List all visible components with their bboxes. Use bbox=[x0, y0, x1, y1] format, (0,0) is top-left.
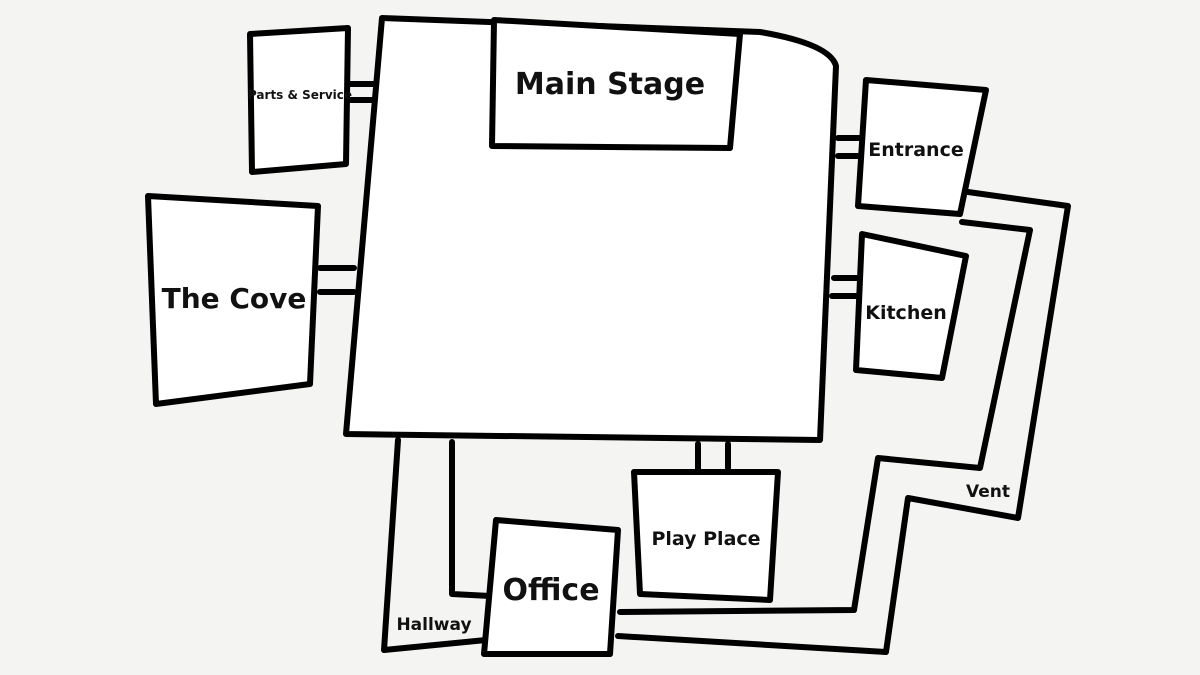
connector-parts-main bbox=[347, 81, 377, 103]
office-label: Office bbox=[502, 573, 599, 608]
vent-label: Vent bbox=[966, 482, 1010, 502]
connector-play-main bbox=[695, 441, 731, 475]
connector-cove-main bbox=[317, 265, 357, 295]
kitchen-room bbox=[853, 231, 969, 381]
hallway-inner-wall bbox=[449, 439, 493, 599]
connector-kitchen-main bbox=[829, 275, 863, 299]
entrance-room bbox=[855, 77, 989, 217]
parts-service-label: Parts & Service bbox=[248, 88, 352, 102]
door-connectors bbox=[317, 81, 867, 475]
entrance-label: Entrance bbox=[868, 139, 963, 161]
parts-service-room bbox=[247, 25, 351, 175]
hallway-label: Hallway bbox=[396, 615, 471, 635]
the-cove-label: The Cove bbox=[162, 282, 307, 315]
main-stage-room bbox=[489, 17, 743, 151]
main-stage-label: Main Stage bbox=[515, 67, 705, 102]
play-place-label: Play Place bbox=[651, 528, 760, 550]
hallway-outer-wall bbox=[381, 437, 489, 653]
vent-inner-wall bbox=[617, 219, 1033, 615]
vent-outer-wall bbox=[615, 189, 1071, 655]
play-place-room bbox=[631, 469, 781, 603]
the-cove-room bbox=[145, 193, 321, 407]
kitchen-label: Kitchen bbox=[865, 302, 947, 324]
office-room bbox=[481, 517, 621, 657]
